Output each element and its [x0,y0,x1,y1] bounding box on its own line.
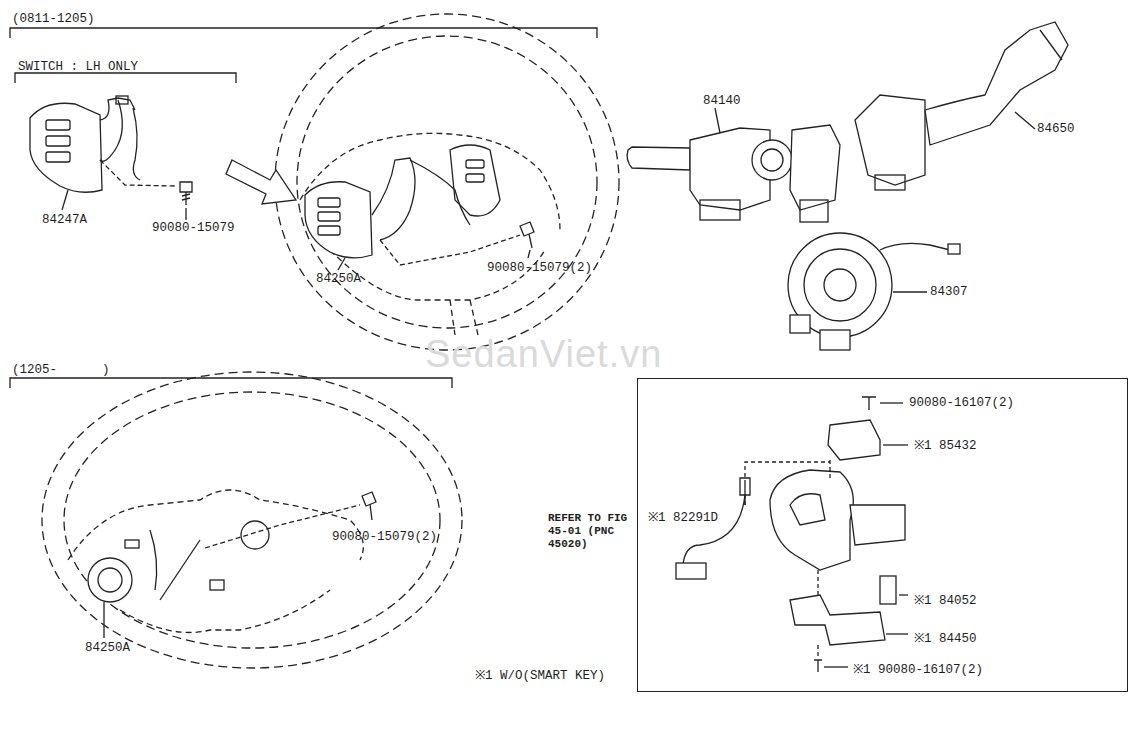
part-number: 84250A [85,641,130,655]
part-number: 90080-15079(2) [487,261,592,275]
callout-number: ※1 84450 [914,632,977,646]
callout-number: ※1 84052 [914,594,977,608]
part-number: 84307 [930,285,968,299]
reference-note: REFER TO FIG 45-01 (PNC 45020) [548,512,630,551]
date-range: (0811-1205) [12,12,95,26]
part-number: 90080-15079(2) [332,530,437,544]
date-range: (1205- ) [12,363,110,377]
callout-number: ※1 85432 [914,439,977,453]
part-number: 84247A [42,213,87,227]
part-number: 84140 [703,94,741,108]
callout-number: 90080-16107(2) [909,396,1014,410]
callout-number: ※1 90080-16107(2) [853,663,983,677]
part-number: 84250A [316,272,361,286]
footnote: ※1 W/O(SMART KEY) [475,669,605,683]
note: SWITCH : LH ONLY [18,60,138,74]
part-number: 84650 [1037,122,1075,136]
group-box: 90080-16107(2) ※1 85432 ※1 82291D ※1 84052 ※… [637,378,1128,692]
watermark: SedanViet.vn [425,333,662,375]
part-number: 90080-15079 [152,221,235,235]
callout-number: ※1 82291D [648,511,718,525]
